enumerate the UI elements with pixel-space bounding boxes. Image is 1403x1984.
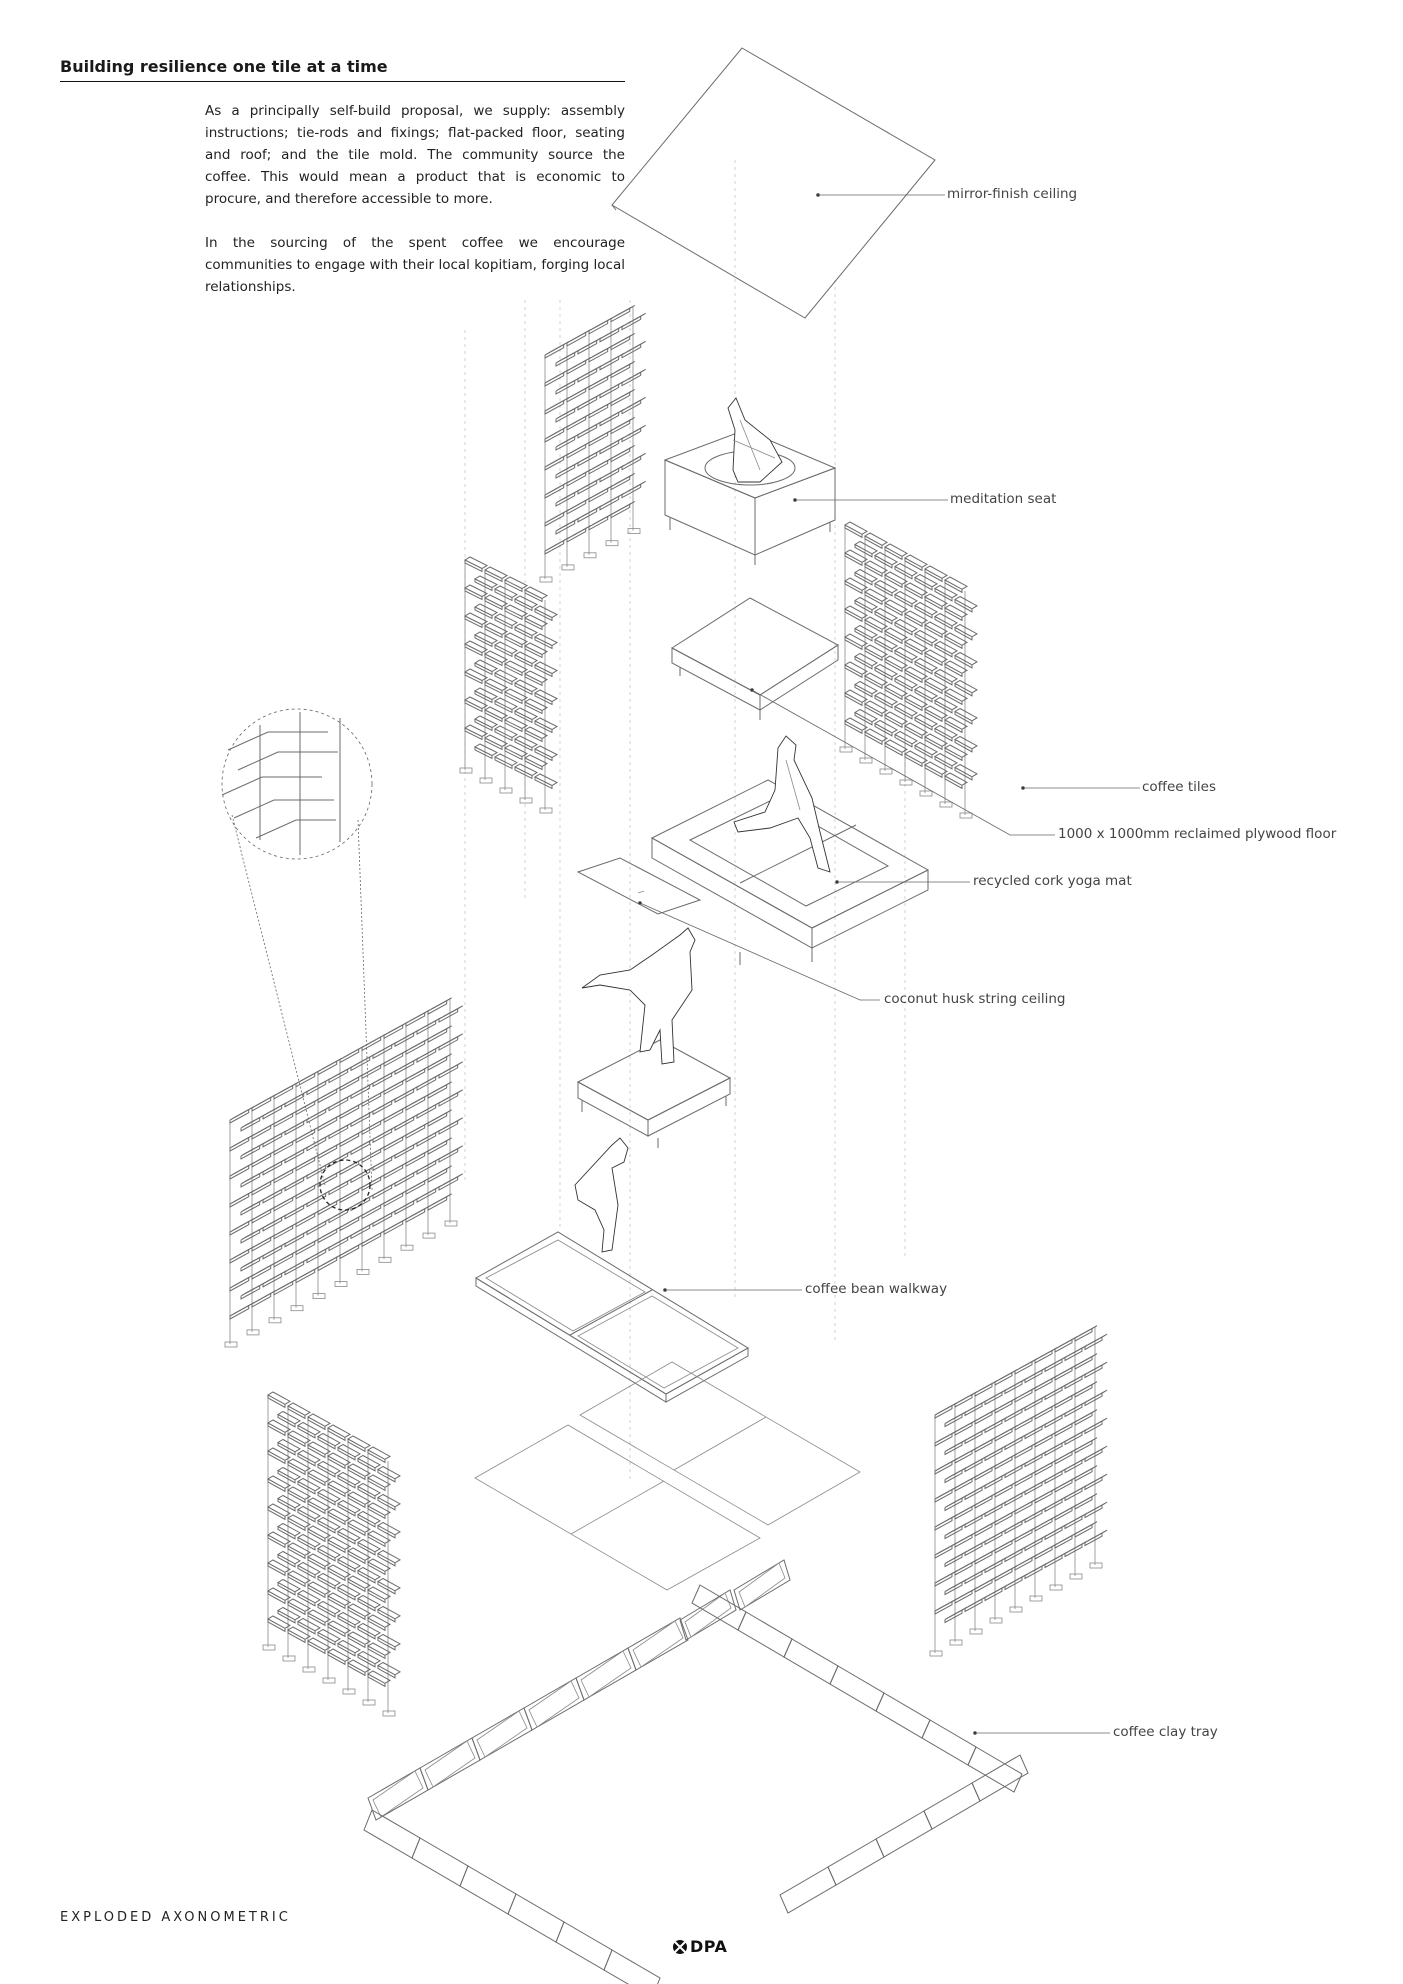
intro-paragraph-1: As a principally self-build proposal, we…: [205, 103, 625, 207]
callout-clay-tray: coffee clay tray: [1113, 1724, 1218, 1740]
tray-cell: [363, 1809, 421, 1859]
callout-meditation-seat: meditation seat: [950, 491, 1057, 507]
tray-cell: [971, 1754, 1029, 1802]
tile-wall-bottom-right: [929, 1325, 1108, 1657]
coffee-clay-tray: [363, 1559, 1029, 1984]
footer-caption: EXPLODED AXONOMETRIC: [60, 1910, 291, 1925]
tray-cell: [627, 1617, 689, 1671]
dpa-logo: DPA: [672, 1937, 727, 1956]
tray-cell: [691, 1584, 747, 1631]
tray-cell: [419, 1737, 481, 1791]
callout-cork-mat: recycled cork yoga mat: [973, 873, 1132, 889]
logo-mark-icon: [673, 1939, 687, 1954]
standing-figure-platform: [576, 927, 732, 1148]
coconut-husk-ceiling: [576, 857, 702, 915]
tile-detail-magnifier: [221, 708, 373, 1211]
tile-wall-top-left: [539, 304, 646, 583]
tray-cell: [575, 1647, 637, 1701]
callout-coffee-walkway: coffee bean walkway: [805, 1281, 948, 1297]
tray-cell: [923, 1782, 981, 1830]
mirror-ceiling: [611, 47, 936, 319]
tray-cell: [507, 1893, 565, 1943]
tile-wall-bottom-left: [262, 1391, 402, 1717]
tray-cell: [779, 1866, 837, 1914]
page-title: Building resilience one tile at a time: [60, 57, 625, 82]
tray-cell: [471, 1707, 533, 1761]
tray-cell: [679, 1589, 737, 1641]
ground-tile-grid: [474, 1361, 861, 1591]
tray-cell: [411, 1837, 469, 1887]
tray-cell: [555, 1921, 613, 1971]
callout-coconut-ceiling: coconut husk string ceiling: [884, 991, 1066, 1007]
tray-cell: [783, 1638, 839, 1685]
coffee-tile-walls: [224, 304, 1108, 1717]
meditation-seat: [663, 397, 837, 565]
callout-coffee-tiles: coffee tiles: [1142, 779, 1217, 795]
tray-cell: [603, 1949, 661, 1984]
tray-cell: [367, 1767, 429, 1821]
yoga-platform: [650, 735, 930, 965]
callout-mirror-ceiling: mirror-finish ceiling: [947, 186, 1078, 202]
coffee-bean-walkway: [475, 1231, 749, 1403]
tile-wall-mid-left: [459, 556, 559, 814]
plywood-floor-module: [671, 597, 839, 720]
tray-cell: [827, 1838, 885, 1886]
tray-cell: [523, 1677, 585, 1731]
callout-leaders: [638, 193, 1140, 1735]
intro-paragraph-2: In the sourcing of the spent coffee we e…: [205, 235, 625, 295]
tray-cell: [967, 1746, 1023, 1793]
tray-cell: [875, 1810, 933, 1858]
logo-text: DPA: [690, 1937, 728, 1956]
walking-figure: [574, 1137, 629, 1253]
tray-cell: [921, 1719, 977, 1766]
callout-plywood-floor: 1000 x 1000mm reclaimed plywood floor: [1058, 826, 1337, 842]
tray-cell: [829, 1665, 885, 1712]
tile-wall-mid-right: [839, 521, 979, 819]
tray-cell: [459, 1865, 517, 1915]
tile-wall-large-left: [224, 997, 463, 1348]
tray-cell: [733, 1559, 791, 1611]
tray-cell: [875, 1692, 931, 1739]
tray-cell: [737, 1611, 793, 1658]
